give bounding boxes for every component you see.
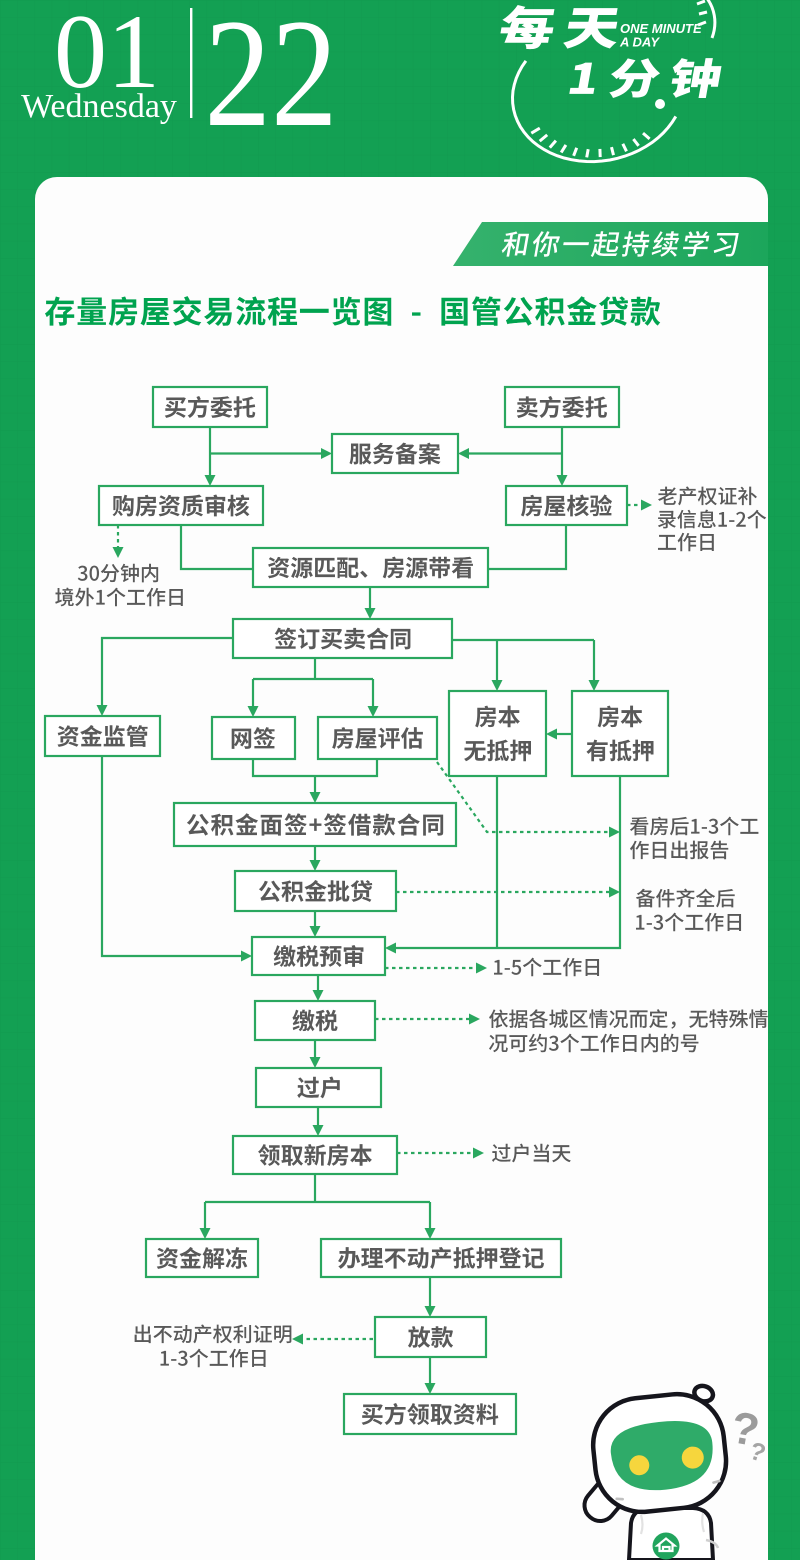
svg-text:A DAY: A DAY	[619, 35, 660, 50]
svg-text:22: 22	[204, 0, 337, 159]
svg-text:ONE MINUTE: ONE MINUTE	[620, 21, 702, 36]
svg-text:01: 01	[54, 0, 160, 110]
svg-text:Wednesday: Wednesday	[21, 88, 177, 125]
